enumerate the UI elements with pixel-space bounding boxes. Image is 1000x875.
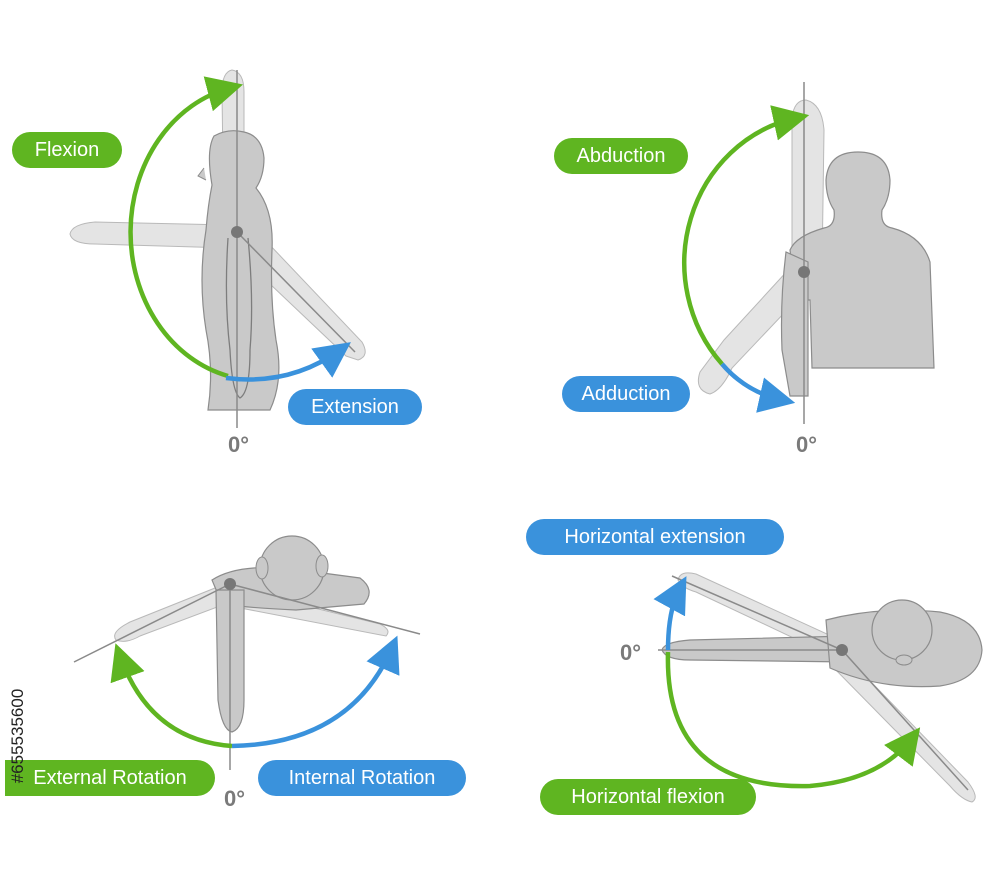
horizontal-flexion-arc: [665, 651, 921, 789]
stock-id-vertical: #655535600: [6, 636, 30, 836]
adduction-arc: [720, 362, 796, 413]
horizontal-flexion-label: Horizontal flexion: [540, 779, 756, 815]
flexion-label: Flexion: [12, 132, 122, 168]
forward-arm: [69, 221, 231, 249]
adduction-label: Adduction: [562, 376, 690, 412]
internal-rotation-arc: [231, 635, 400, 749]
external-rotation-label: External Rotation: [5, 760, 215, 796]
rotation-panel: [73, 535, 421, 770]
internal-rotation-label: Internal Rotation: [258, 760, 466, 796]
horizontal-extension-label: Horizontal extension: [526, 519, 784, 555]
flexion-arc: [128, 76, 244, 379]
side-torso: [201, 130, 280, 411]
sagittal-zero-degree: 0°: [228, 432, 250, 457]
abduction-label: Abduction: [554, 138, 688, 174]
extension-arc: [225, 342, 351, 382]
horizontal-extension-arc: [653, 576, 687, 651]
horizontal-zero-degree: 0°: [620, 640, 642, 665]
back-torso: [789, 151, 935, 369]
stock-id-text: #655535600: [8, 688, 27, 784]
frontal-panel: [682, 82, 935, 424]
rotation-zero-degree: 0°: [224, 786, 246, 811]
horizontal-panel: [653, 572, 983, 803]
side-arm-outline: [225, 237, 253, 399]
extension-label: Extension: [288, 389, 422, 425]
frontal-zero-degree: 0°: [796, 432, 818, 457]
abduction-arc: [682, 105, 810, 366]
sagittal-panel: [69, 69, 366, 428]
external-rotation-arc: [110, 643, 233, 749]
top-view-head: [259, 535, 325, 601]
